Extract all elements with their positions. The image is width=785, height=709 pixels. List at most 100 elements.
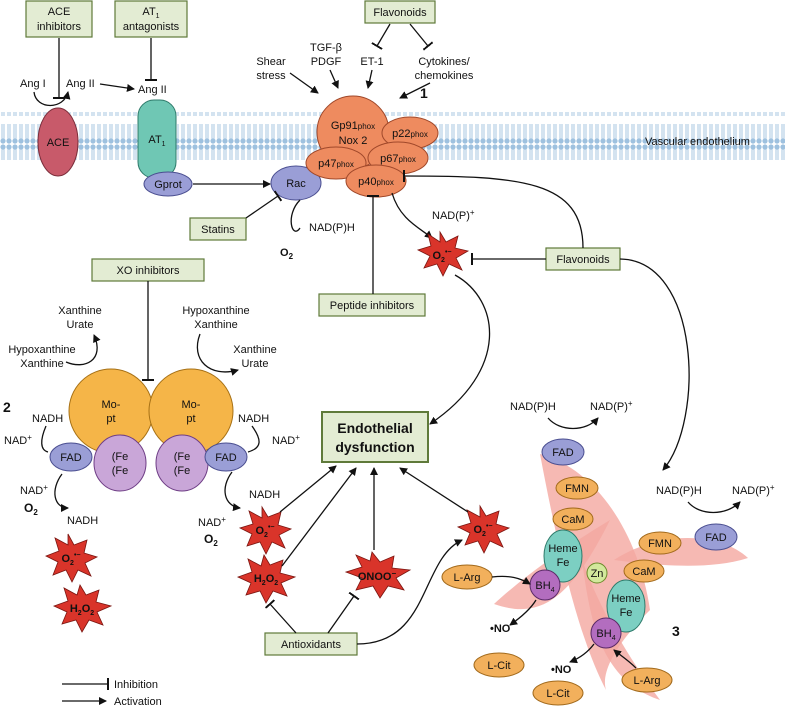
peptide-inhibitors-box bbox=[318, 293, 426, 317]
tgf-arrow bbox=[329, 69, 339, 89]
membrane-label: Vascular endothelium bbox=[645, 136, 750, 148]
nos-cam-2-label: CaM bbox=[632, 566, 655, 578]
nos-larg-2 bbox=[621, 667, 673, 693]
mopt-left-line2: pt bbox=[106, 413, 115, 425]
nos-fad-top bbox=[541, 438, 585, 466]
nos-nadp-plus-right: NAD(P)+ bbox=[732, 483, 775, 497]
at1-label: AT1 bbox=[148, 134, 165, 148]
mopt-right-line1: Mo- bbox=[182, 399, 201, 411]
nos-fmn-1 bbox=[555, 476, 599, 500]
flavonoids-label-top: Flavonoids bbox=[373, 7, 427, 19]
nos-bh4-1-label: BH4 bbox=[535, 580, 554, 594]
nos-no-1: •NO bbox=[490, 623, 511, 635]
superoxide-label-right: O2•− bbox=[473, 523, 492, 538]
nox2-label: Nox 2 bbox=[339, 135, 368, 147]
peroxynitrite-label: ONOO− bbox=[358, 569, 397, 583]
endothelial-dysfunction-line1: Endothelial bbox=[337, 420, 412, 436]
nos-fmn-2-label: FMN bbox=[648, 538, 672, 550]
gprot-label: Gprot bbox=[154, 179, 182, 191]
fad-xo-left bbox=[49, 442, 93, 472]
antioxidants-peroxynitrite-inhibition bbox=[327, 591, 360, 634]
peroxynitrite-star bbox=[344, 551, 412, 599]
nos-nadph-right: NAD(P)H bbox=[656, 485, 702, 497]
nos-fad-right bbox=[694, 523, 738, 551]
at1-antagonists-line2: antagonists bbox=[123, 21, 180, 33]
fes-right-line2: (Fe bbox=[174, 465, 191, 477]
nadh-left-2: NADH bbox=[67, 515, 98, 527]
p22-label: p22phox bbox=[392, 128, 428, 140]
p47-subunit bbox=[305, 146, 367, 180]
et1-label: ET-1 bbox=[360, 56, 383, 68]
nos-no-2: •NO bbox=[551, 664, 572, 676]
xanthine-left-2: Xanthine bbox=[20, 358, 63, 370]
h2o2-center-arrow bbox=[281, 467, 357, 567]
fad-xo-right-label: FAD bbox=[215, 452, 236, 464]
p40-subunit bbox=[345, 164, 407, 198]
rac-protein bbox=[270, 165, 322, 201]
shear-arrow bbox=[289, 72, 319, 94]
superoxide-label-center: O2•− bbox=[255, 524, 274, 539]
nos-heme-2-line1: Heme bbox=[611, 593, 640, 605]
antioxidants-superoxide-arrow bbox=[356, 539, 463, 645]
nos-heme-2-line2: Fe bbox=[620, 607, 633, 619]
ace-inhibitors-box bbox=[25, 0, 93, 38]
superoxide-label-nox: O2•− bbox=[432, 249, 451, 264]
nos-top-nadph-arrow bbox=[547, 417, 599, 430]
flavonoids-et1-inhibition bbox=[371, 23, 391, 50]
et1-arrow bbox=[365, 69, 374, 89]
ace-enzyme bbox=[37, 107, 79, 177]
xanthine-left: Xanthine bbox=[58, 305, 101, 317]
nos-heme-1 bbox=[543, 529, 583, 583]
urate-right: Urate bbox=[242, 358, 269, 370]
pdgf-label: PDGF bbox=[311, 56, 342, 68]
nos-zn-label: Zn bbox=[591, 568, 604, 580]
ang1-to-ang2-arrow bbox=[33, 91, 71, 106]
tgf-label: TGF-β bbox=[310, 42, 342, 54]
label-3: 3 bbox=[672, 623, 680, 639]
endothelial-dysfunction-line2: dysfunction bbox=[335, 439, 414, 455]
nos-nadp-plus-top: NAD(P)+ bbox=[590, 399, 633, 413]
superoxide-star-center bbox=[238, 505, 293, 555]
flavonoids-nos-arrow bbox=[619, 258, 690, 471]
ace-label: ACE bbox=[47, 137, 70, 149]
superoxide-right-arrow bbox=[399, 467, 469, 513]
nos-bh4-1 bbox=[529, 569, 561, 601]
nos-heme-1-line2: Fe bbox=[557, 557, 570, 569]
p40-label: p40phox bbox=[358, 176, 394, 188]
nos-fmn-2 bbox=[638, 531, 682, 555]
o2-right: O2 bbox=[204, 532, 218, 548]
legend-activation-label: Activation bbox=[114, 696, 162, 708]
at1-antagonists-line1: AT1 bbox=[142, 6, 159, 20]
nos-nadph-top: NAD(P)H bbox=[510, 401, 556, 413]
nos-cam-1-label: CaM bbox=[561, 514, 584, 526]
nos-fmn-1-label: FMN bbox=[565, 483, 589, 495]
nos-lcit-2 bbox=[532, 680, 584, 706]
ang2-label-right: Ang II bbox=[138, 84, 167, 96]
no-1-arrow bbox=[509, 599, 537, 626]
nos-bh4-2 bbox=[590, 617, 622, 649]
xanthine-right-2: Xanthine bbox=[233, 344, 276, 356]
larg-2-arrow bbox=[613, 649, 637, 669]
legend-inhibition-label: Inhibition bbox=[114, 679, 158, 691]
rac-label: Rac bbox=[286, 178, 306, 190]
antioxidants-label: Antioxidants bbox=[281, 639, 341, 651]
nadh-right-2: NADH bbox=[249, 489, 280, 501]
nos-heme-1-line1: Heme bbox=[548, 543, 577, 555]
at1-antagonists-box bbox=[114, 0, 188, 38]
p47-label: p47phox bbox=[318, 158, 354, 170]
nox-to-superoxide-arrow bbox=[391, 192, 433, 239]
superoxide-center-arrow bbox=[279, 465, 337, 513]
flavonoids-nox-inhibition bbox=[402, 169, 584, 249]
ace-inhibitors-line2: inhibitors bbox=[37, 21, 82, 33]
shear-stress-line1: Shear bbox=[256, 56, 286, 68]
superoxide-label-left: O2•− bbox=[61, 552, 80, 567]
shear-stress-line2: stress bbox=[256, 70, 286, 82]
statins-label: Statins bbox=[201, 224, 235, 236]
endothelial-dysfunction-box bbox=[321, 411, 429, 463]
nos-fad-right-label: FAD bbox=[705, 532, 726, 544]
ang2-label-left: Ang II bbox=[66, 78, 95, 90]
nox-nadp-plus: NAD(P)+ bbox=[432, 208, 475, 222]
cytokines-line1: Cytokines/ bbox=[418, 56, 470, 68]
